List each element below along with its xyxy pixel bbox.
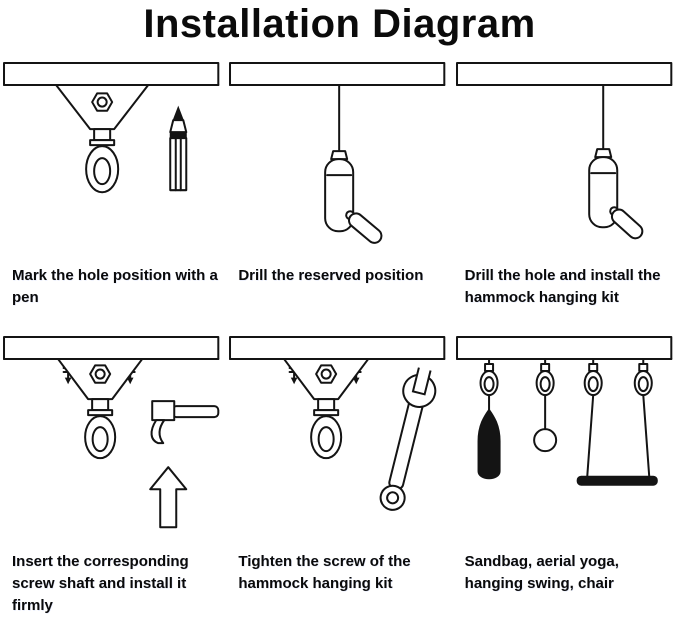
swivel-ring-icon [310, 414, 343, 459]
hanging-kit-and-pencil-illustration [3, 62, 220, 194]
panel-caption: Mark the hole position with a pen [12, 267, 218, 307]
swivel-ring-icon [84, 414, 117, 459]
hand-drill-icon [587, 84, 643, 240]
up-arrow-icon [149, 465, 188, 529]
side-handle-icon [610, 208, 643, 240]
hook-icon [583, 357, 603, 396]
ceiling [229, 62, 446, 87]
panel-caption: Drill the hole and install the hammock h… [464, 267, 661, 307]
hooks-with-accessories-illustration [455, 335, 672, 486]
panel-caption: Insert the corresponding screw shaft and… [12, 553, 189, 614]
ceiling [455, 62, 672, 87]
swivel-ring-icon [85, 145, 120, 194]
ceiling [455, 335, 672, 360]
hanging-kit-icon [55, 84, 150, 194]
panel-insert-screw: Insert the corresponding screw shaft and… [0, 331, 226, 617]
hanging-kit-icon [57, 357, 144, 459]
hook-icon [535, 357, 555, 396]
panel-drill-position: Drill the reserved position [226, 57, 452, 309]
hand-drill-installing-illustration [455, 62, 672, 240]
panel-usage: Sandbag, aerial yoga, hanging swing, cha… [453, 331, 679, 617]
page-title: Installation Diagram [143, 2, 536, 46]
ceiling [3, 62, 220, 87]
hand-drill-icon [324, 84, 383, 244]
panel-grid: Mark the hole position with a pen Drill [0, 51, 679, 616]
ceiling [3, 335, 220, 360]
kit-with-hammer-illustration [3, 335, 220, 529]
kit-with-wrench-illustration [229, 335, 446, 511]
panel-caption: Tighten the screw of the hammock hanging… [238, 553, 411, 592]
panel-tighten-screw: Tighten the screw of the hammock hanging… [226, 331, 452, 617]
panel-caption: Drill the reserved position [238, 267, 424, 285]
panel-drill-install: Drill the hole and install the hammock h… [453, 57, 679, 309]
hook-icon [479, 357, 499, 396]
hammer-icon [150, 399, 220, 444]
wrench-icon [379, 363, 437, 511]
ceiling [229, 335, 446, 360]
sandbag-icon [477, 393, 501, 479]
hanging-kit-icon [283, 357, 370, 459]
swing-icon [576, 393, 658, 486]
hex-nut-icon [315, 364, 338, 384]
panel-mark-hole: Mark the hole position with a pen [0, 57, 226, 309]
ball-icon [532, 393, 557, 452]
hex-nut-icon [91, 92, 114, 112]
hand-drill-illustration [229, 62, 446, 244]
pencil-icon [169, 105, 188, 192]
panel-caption: Sandbag, aerial yoga, hanging swing, cha… [464, 553, 619, 592]
hook-icon [633, 357, 653, 396]
hex-nut-icon [89, 364, 112, 384]
side-handle-icon [348, 212, 383, 244]
